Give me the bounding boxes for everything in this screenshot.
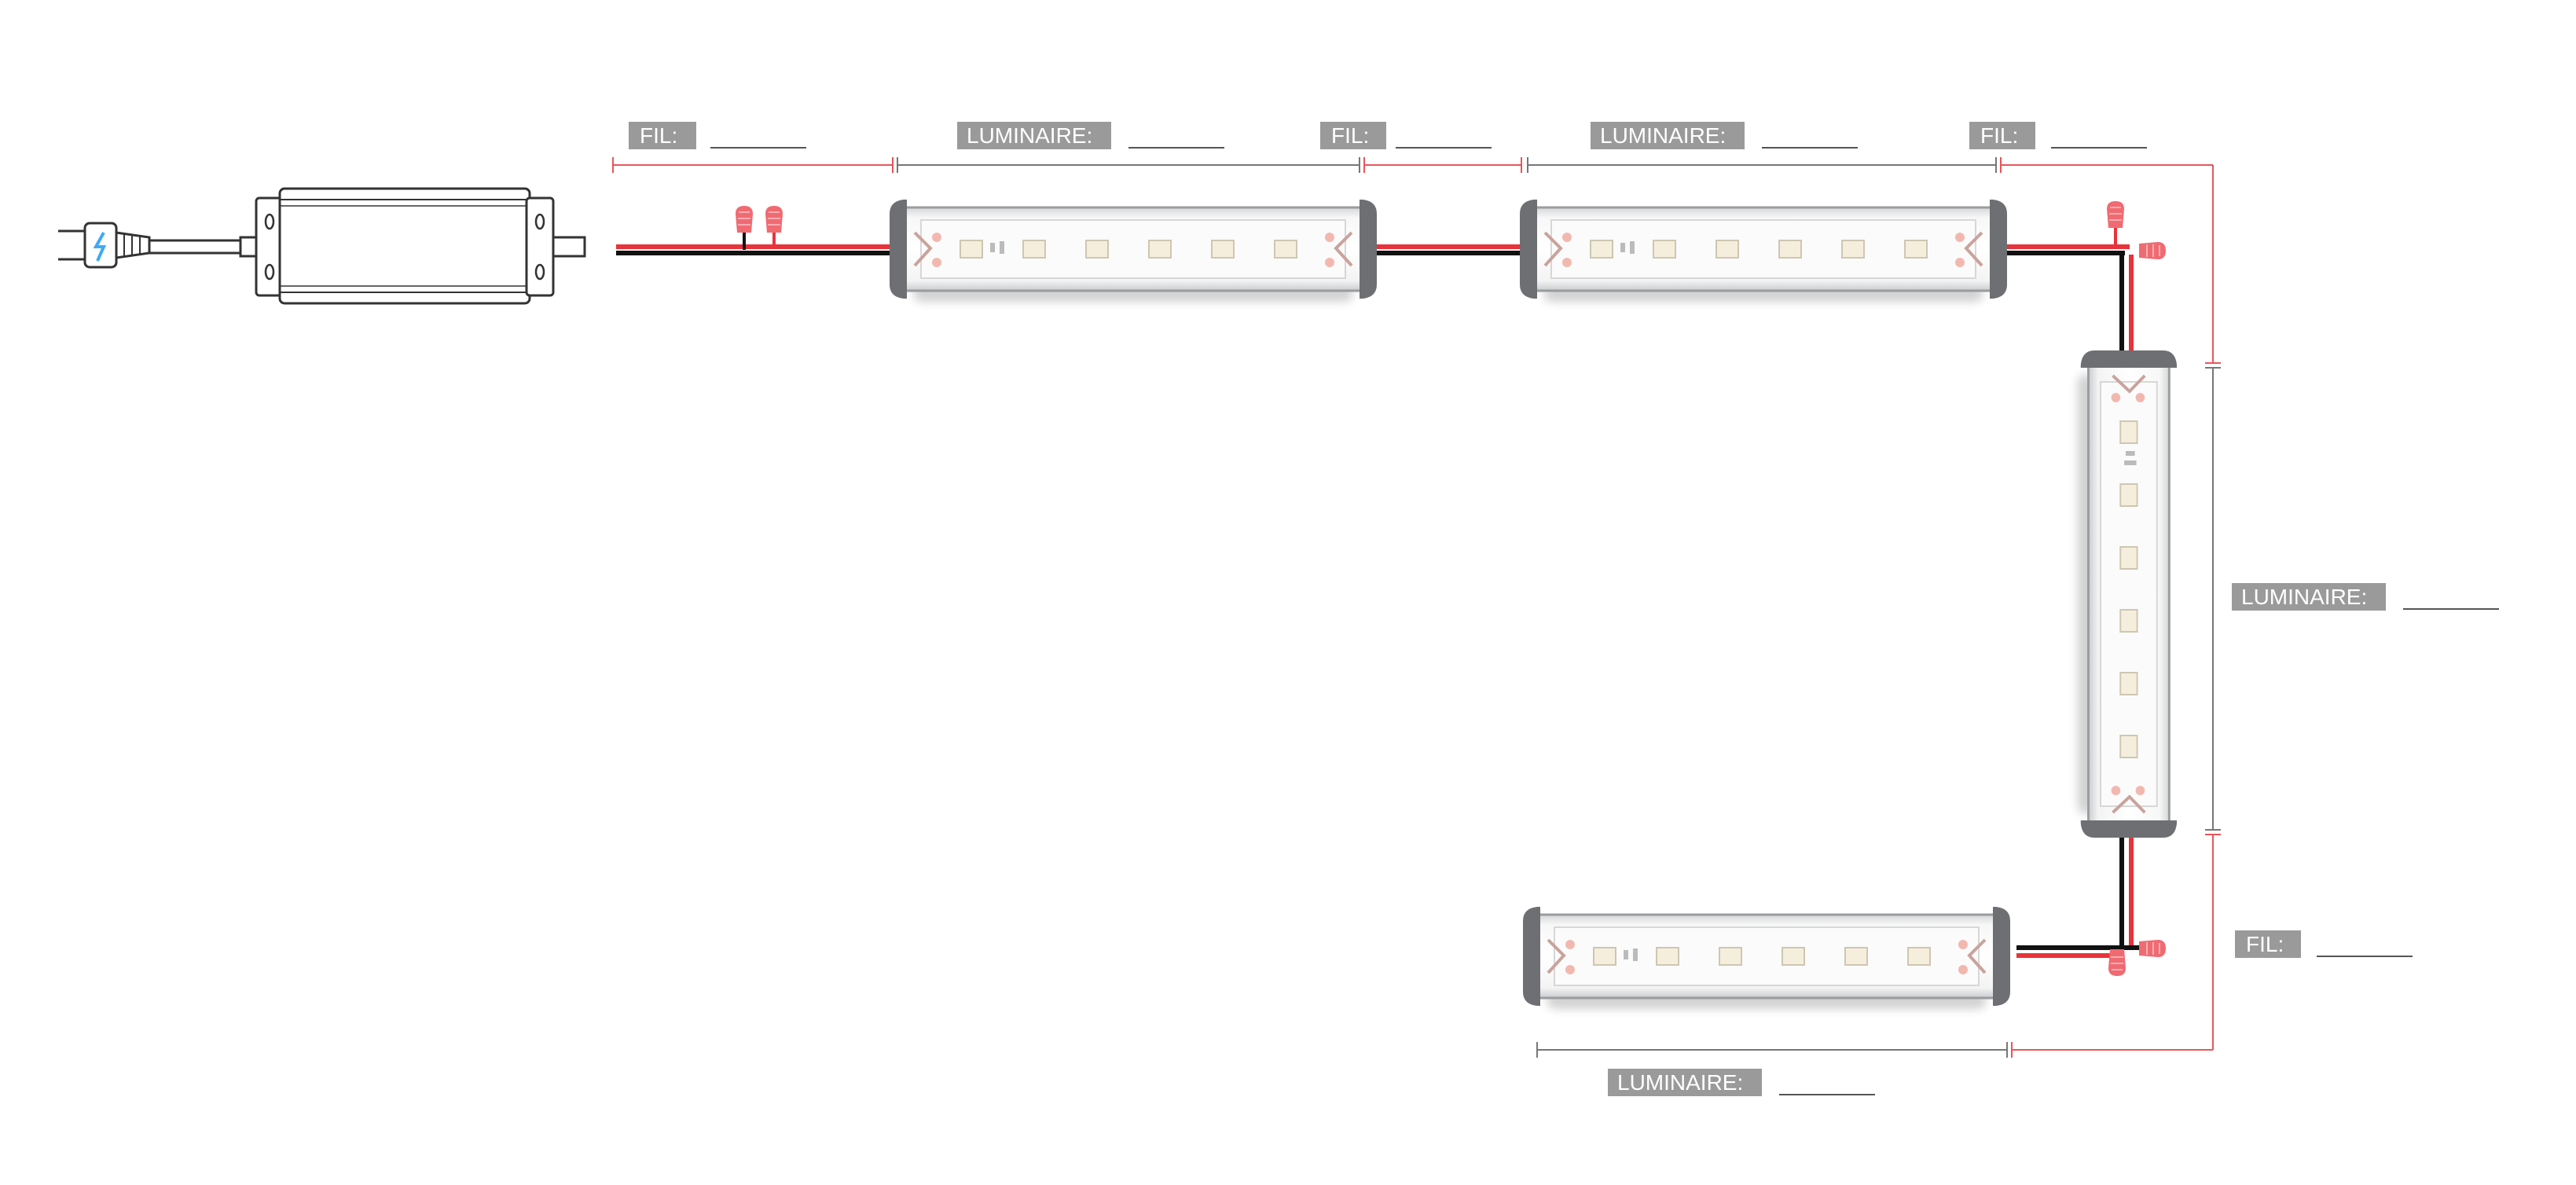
wire-connector-icon [2106,200,2125,229]
dimension-fixture-1 [897,157,1360,173]
wire-label-text: FIL: [2246,932,2284,956]
wire-run-3 [2001,228,2134,354]
wire-run-1 [616,233,894,255]
wire-length-label-1: FIL: [629,122,806,149]
fixture-length-label-2: LUMINAIRE: [1591,122,1858,149]
dimension-wire-2 [1363,157,1522,173]
dimension-fixture-2 [1527,157,1997,173]
wire-label-text: FIL: [1331,123,1369,148]
fixture-length-label-3: LUMINAIRE: [2232,583,2499,611]
wire-length-label-4: FIL: [2235,930,2413,958]
dimension-fixture-4 [1536,1042,2008,1058]
wire-run-2 [1372,244,1521,255]
wire-connector-icon [2138,939,2167,958]
dimension-wire-1 [612,157,894,173]
led-light-bar-icon [890,200,1377,302]
wire-run-4 [2016,835,2139,973]
dimension-fixture-3 [2205,367,2221,831]
wire-connector-icon [2108,948,2126,977]
wire-label-text: FIL: [640,123,677,148]
led-light-bar-icon [1520,200,2007,302]
fixture-label-text: LUMINAIRE: [2241,585,2367,609]
fixture-label-text: LUMINAIRE: [1617,1070,1743,1095]
fixture-length-label-4: LUMINAIRE: [1608,1069,1875,1096]
power-supply-icon [239,187,586,305]
wire-connector-icon [735,205,754,233]
wire-length-label-2: FIL: [1320,122,1492,149]
wire-connector-icon [2138,241,2167,260]
wire-length-label-3: FIL: [1969,122,2147,149]
power-cord [148,239,242,255]
fixture-label-text: LUMINAIRE: [1600,123,1726,148]
power-plug-icon [58,222,151,269]
dimension-wire-3 [2000,157,2221,364]
led-light-bar-icon [2078,350,2177,838]
led-light-bar-icon [1523,907,2010,1009]
dimension-wire-4 [2011,834,2221,1058]
fixture-length-label-1: LUMINAIRE: [957,122,1224,149]
wire-label-text: FIL: [1980,123,2018,148]
fixture-label-text: LUMINAIRE: [967,123,1092,148]
wire-connector-icon [765,205,783,233]
